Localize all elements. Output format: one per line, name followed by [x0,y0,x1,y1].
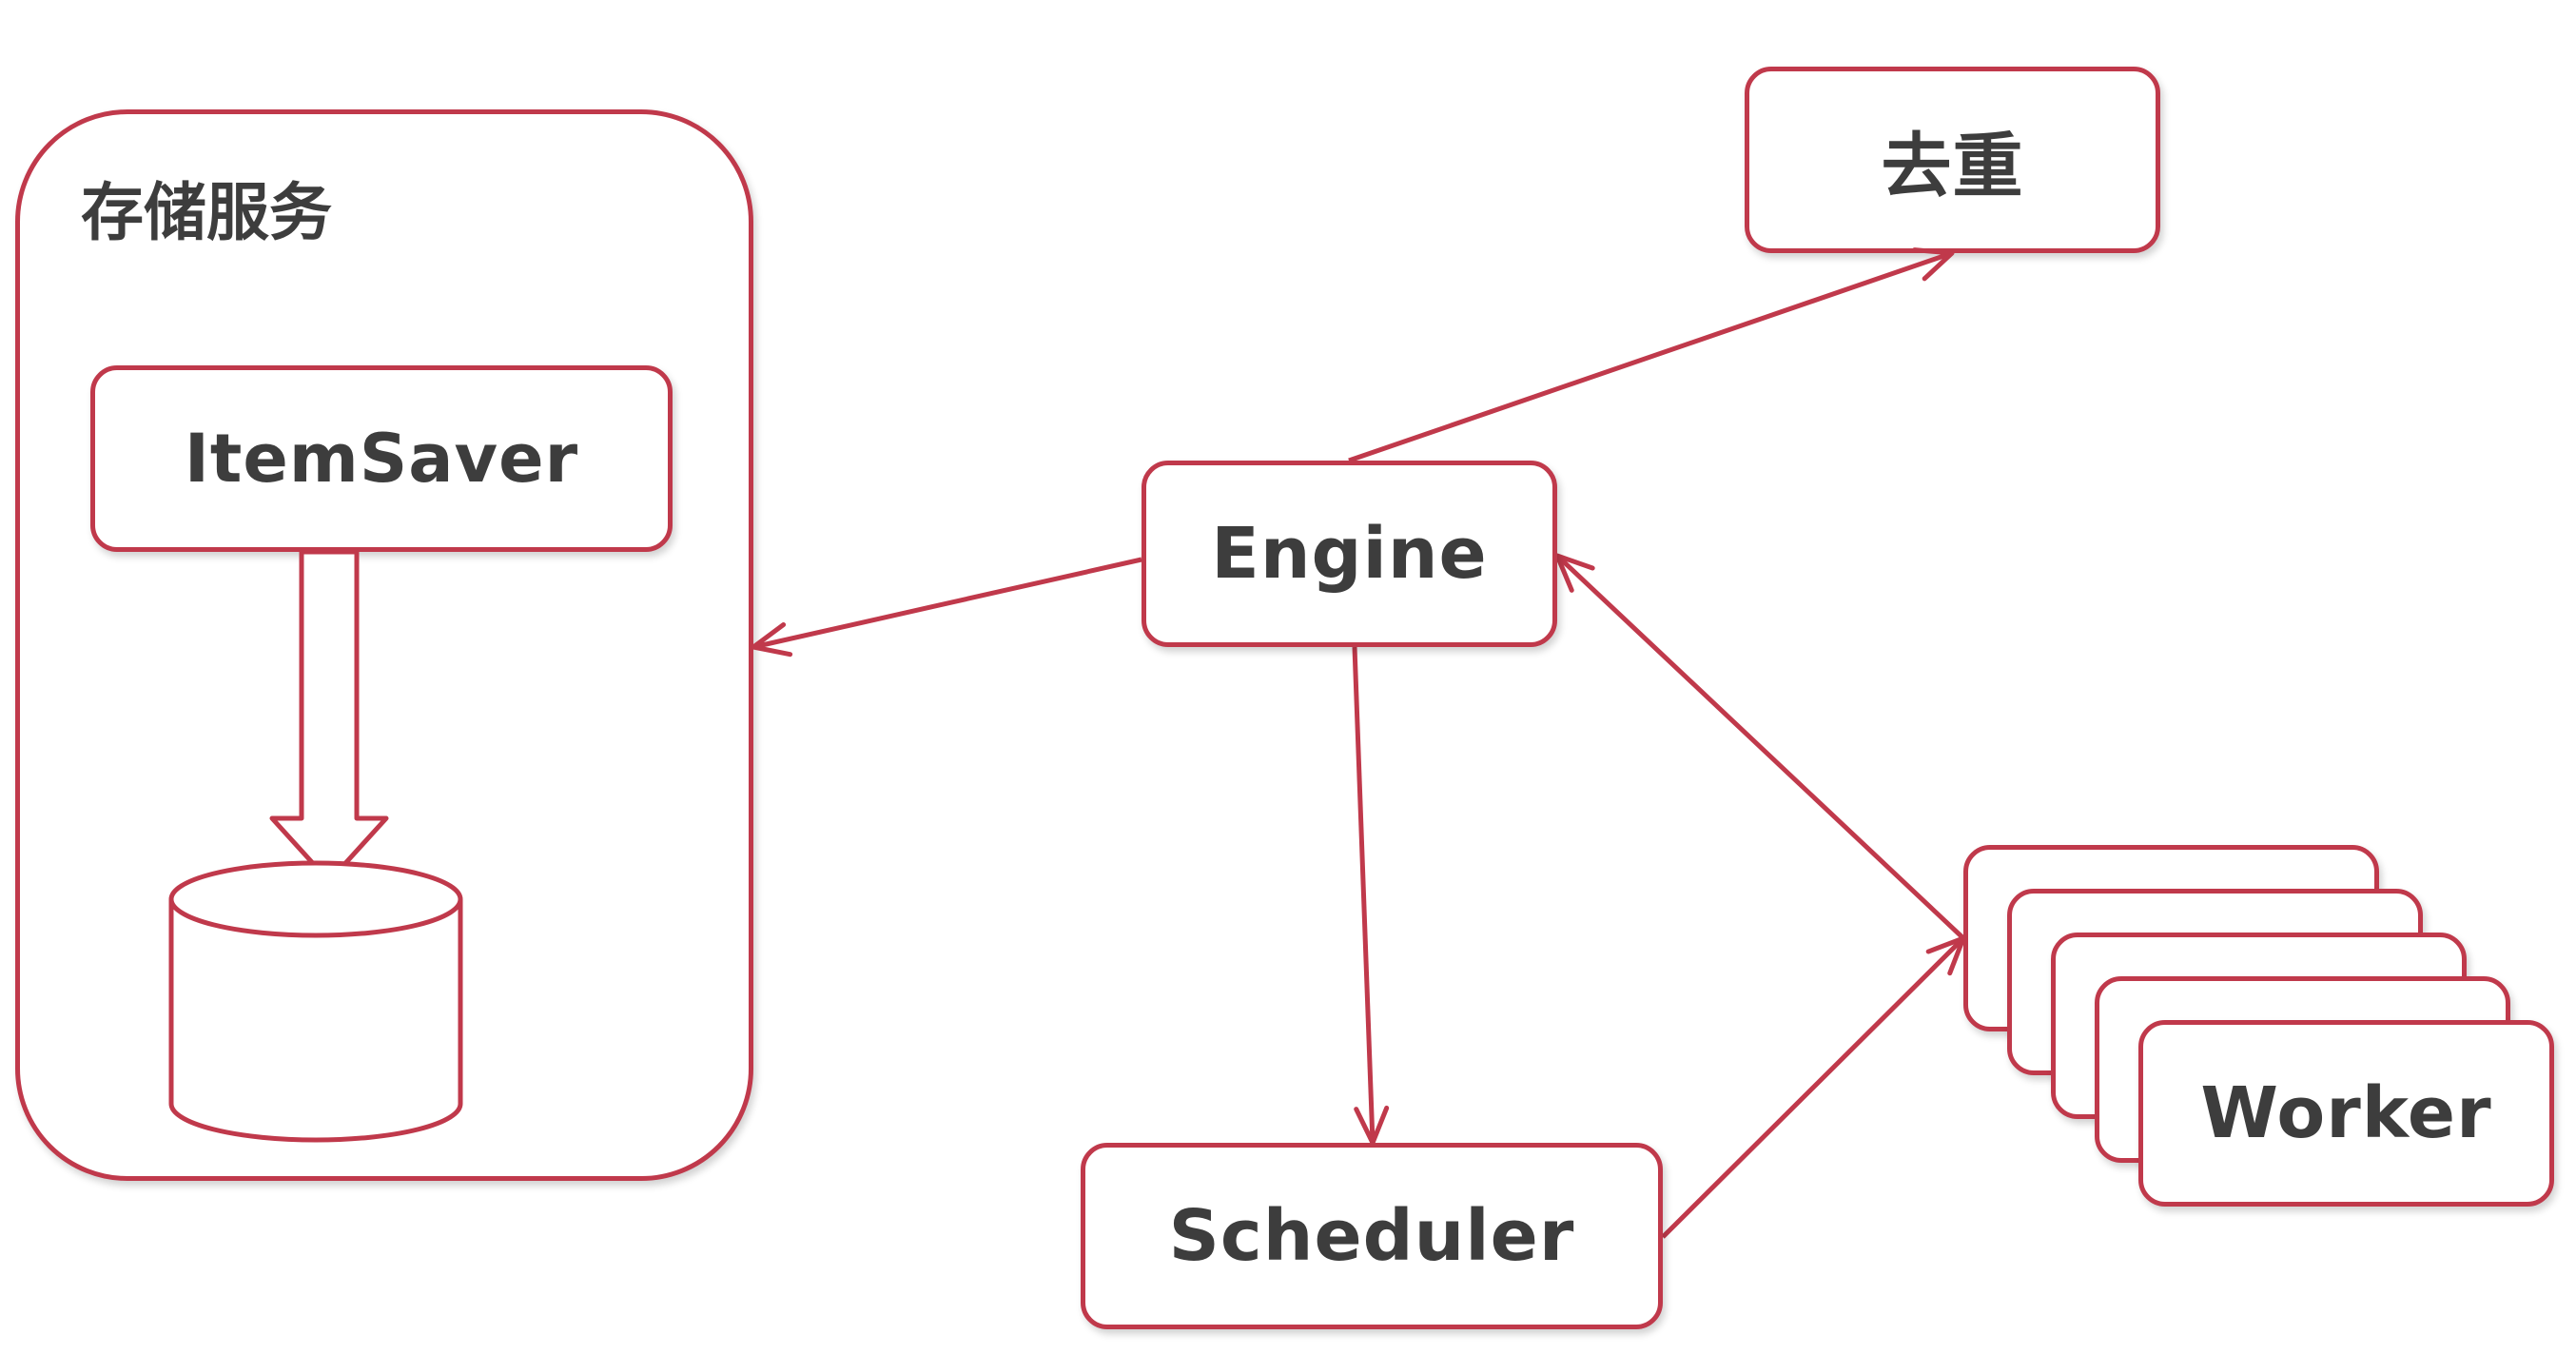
database-icon [168,860,463,1143]
engine-node: Engine [1142,461,1557,647]
scheduler-to-worker-arrow [1661,935,1966,1239]
worker-label: Worker [2200,1072,2492,1154]
storage-service-title: 存储服务 [81,176,332,249]
worker-to-engine-arrow [1554,553,1965,940]
engine-to-storage-arrow [751,557,1142,658]
item-saver-node: ItemSaver [90,365,673,552]
itemsaver-to-database-arrow [269,549,389,884]
scheduler-node: Scheduler [1081,1143,1663,1329]
worker-node: Worker [2138,1020,2554,1207]
engine-to-dedupe-arrow [1348,247,1955,463]
dedupe-node: 去重 [1745,67,2160,253]
engine-to-scheduler-arrow [1352,646,1390,1146]
dedupe-label: 去重 [1881,125,2024,207]
engine-label: Engine [1211,513,1488,595]
item-saver-label: ItemSaver [184,420,579,498]
scheduler-label: Scheduler [1168,1195,1575,1277]
